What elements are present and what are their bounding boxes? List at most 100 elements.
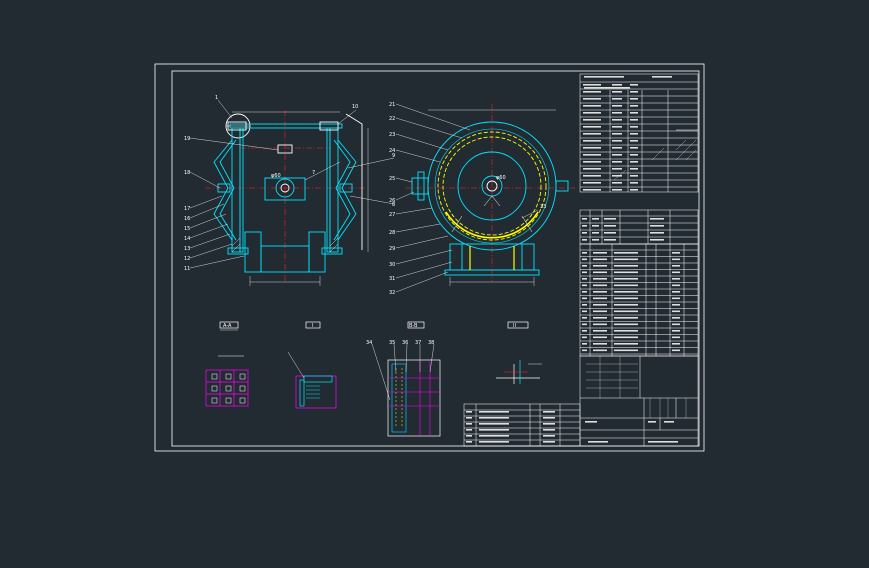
table-text-stroke [672,278,680,280]
table-text-stroke [466,423,472,425]
table-text-stroke [672,304,680,306]
table-text-stroke [582,265,587,267]
table-text-stroke [630,175,638,177]
table-text-stroke [543,411,555,413]
notes-table-rows [464,409,580,447]
table-text-stroke [612,119,622,121]
table-text-stroke [583,84,601,86]
table-text-stroke [672,258,680,261]
table-text-stroke [593,284,607,287]
table-text-stroke [592,232,599,234]
table-text-stroke [582,297,587,300]
table-text-stroke [612,112,622,114]
table-text-stroke [582,336,587,339]
table-text-stroke [612,140,622,142]
table-text-stroke [466,441,472,443]
table-text-stroke [543,417,555,419]
table-text-stroke [593,252,607,254]
table-text-stroke [543,441,555,443]
sheet-frame [154,63,705,452]
table-text-stroke [612,168,622,170]
table-text-stroke [614,343,638,345]
side-view-centerlines [405,104,575,282]
side-pn-21: 21 [389,102,395,108]
table-text-stroke [614,271,638,274]
table-text-stroke [652,76,672,78]
center-hub [264,144,306,201]
main-pn-9: 9 [392,153,395,159]
main-view-center-label: φ60 [271,173,281,179]
table-text-stroke [630,140,638,142]
table-text-stroke [583,112,601,114]
side-right-nozzle [555,180,569,192]
table-text-stroke [582,310,587,313]
table-text-stroke [612,189,622,191]
table-text-stroke [648,441,678,443]
table-text-stroke [588,441,608,443]
table-text-stroke [593,349,607,352]
table-text-stroke [593,278,607,280]
table-text-stroke [650,232,664,234]
side-pn-30: 30 [389,262,395,268]
side-pn-23: 23 [389,132,395,138]
side-base [444,243,540,276]
table-text-stroke [672,284,680,287]
table-text-stroke [466,435,472,437]
table-text-stroke [614,330,638,332]
table-text-stroke [672,252,680,254]
title-block [579,355,699,447]
table-text-stroke [582,330,587,332]
table-text-stroke [630,119,638,121]
table-text-stroke [583,147,601,149]
callout-36: 36 [402,340,408,346]
table-text-stroke [672,317,680,319]
side-pn-26: 26 [389,198,395,204]
table-text-stroke [593,271,607,274]
table-text-stroke [614,317,638,319]
table-text-stroke [583,91,601,93]
detail-c [371,321,441,437]
hidden-ring-inner [442,136,542,236]
outer-border [154,63,705,452]
side-pn-31: 31 [389,276,395,282]
table-text-stroke [583,161,601,163]
table-text-stroke [614,265,638,267]
hidden-ring-outer [437,131,547,241]
main-pn-19: 19 [184,136,190,142]
table-text-stroke [630,189,638,191]
table-text-stroke [466,417,472,419]
table-text-stroke [582,278,587,280]
table-text-stroke [593,343,607,345]
table-text-stroke [672,297,680,300]
table-text-stroke [612,98,622,100]
table-text-stroke [592,239,599,241]
bottom-supports [227,231,343,273]
table-text-stroke [672,323,680,326]
table-text-stroke [630,126,638,128]
table-text-stroke [582,218,587,220]
side-pn-27: 27 [389,212,395,218]
table-text-stroke [543,429,555,431]
table-text-stroke [582,323,587,326]
main-pn-12: 12 [184,256,190,262]
table-text-stroke [479,417,509,419]
table-text-stroke [593,330,607,332]
main-pn-14: 14 [184,236,190,242]
table-text-stroke [650,239,664,241]
side-pn-32: 32 [389,290,395,296]
table-text-stroke [614,336,638,339]
table-text-stroke [664,421,674,423]
table-text-stroke [582,239,587,241]
callout-37: 37 [415,340,421,346]
side-pn-29: 29 [389,246,395,252]
table-text-stroke [466,411,472,413]
inner-drum [457,151,527,221]
side-left-nozzle [411,171,429,201]
callout-34: 34 [366,340,372,346]
main-view-leaders [189,99,395,269]
table-text-stroke [612,147,622,149]
table-text-stroke [672,310,680,313]
table-text-stroke [612,91,622,93]
